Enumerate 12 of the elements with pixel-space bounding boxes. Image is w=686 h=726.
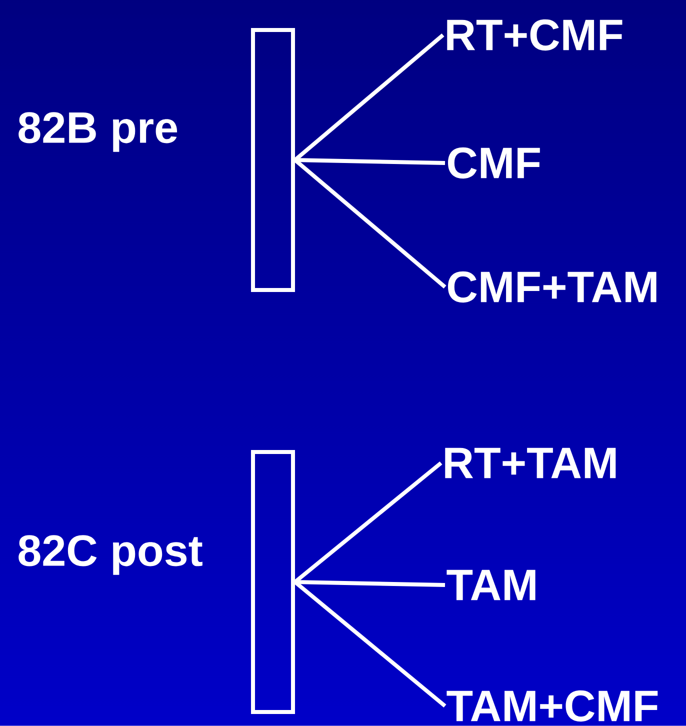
box [251,450,295,714]
treatment-label: CMF+TAM [448,271,656,303]
treatment-label: CMF [448,147,540,179]
group-label: 82C post [18,535,202,575]
box [251,28,295,292]
treatment-label: TAM+CMF [446,690,658,722]
treatment-label: RT+CMF [447,19,622,51]
treatment-label: RT+TAM [445,448,616,478]
treatment-label: TAM [446,570,536,600]
group-label: 82B pre [18,112,178,152]
branch-line [294,461,442,584]
branch-line [294,33,444,162]
